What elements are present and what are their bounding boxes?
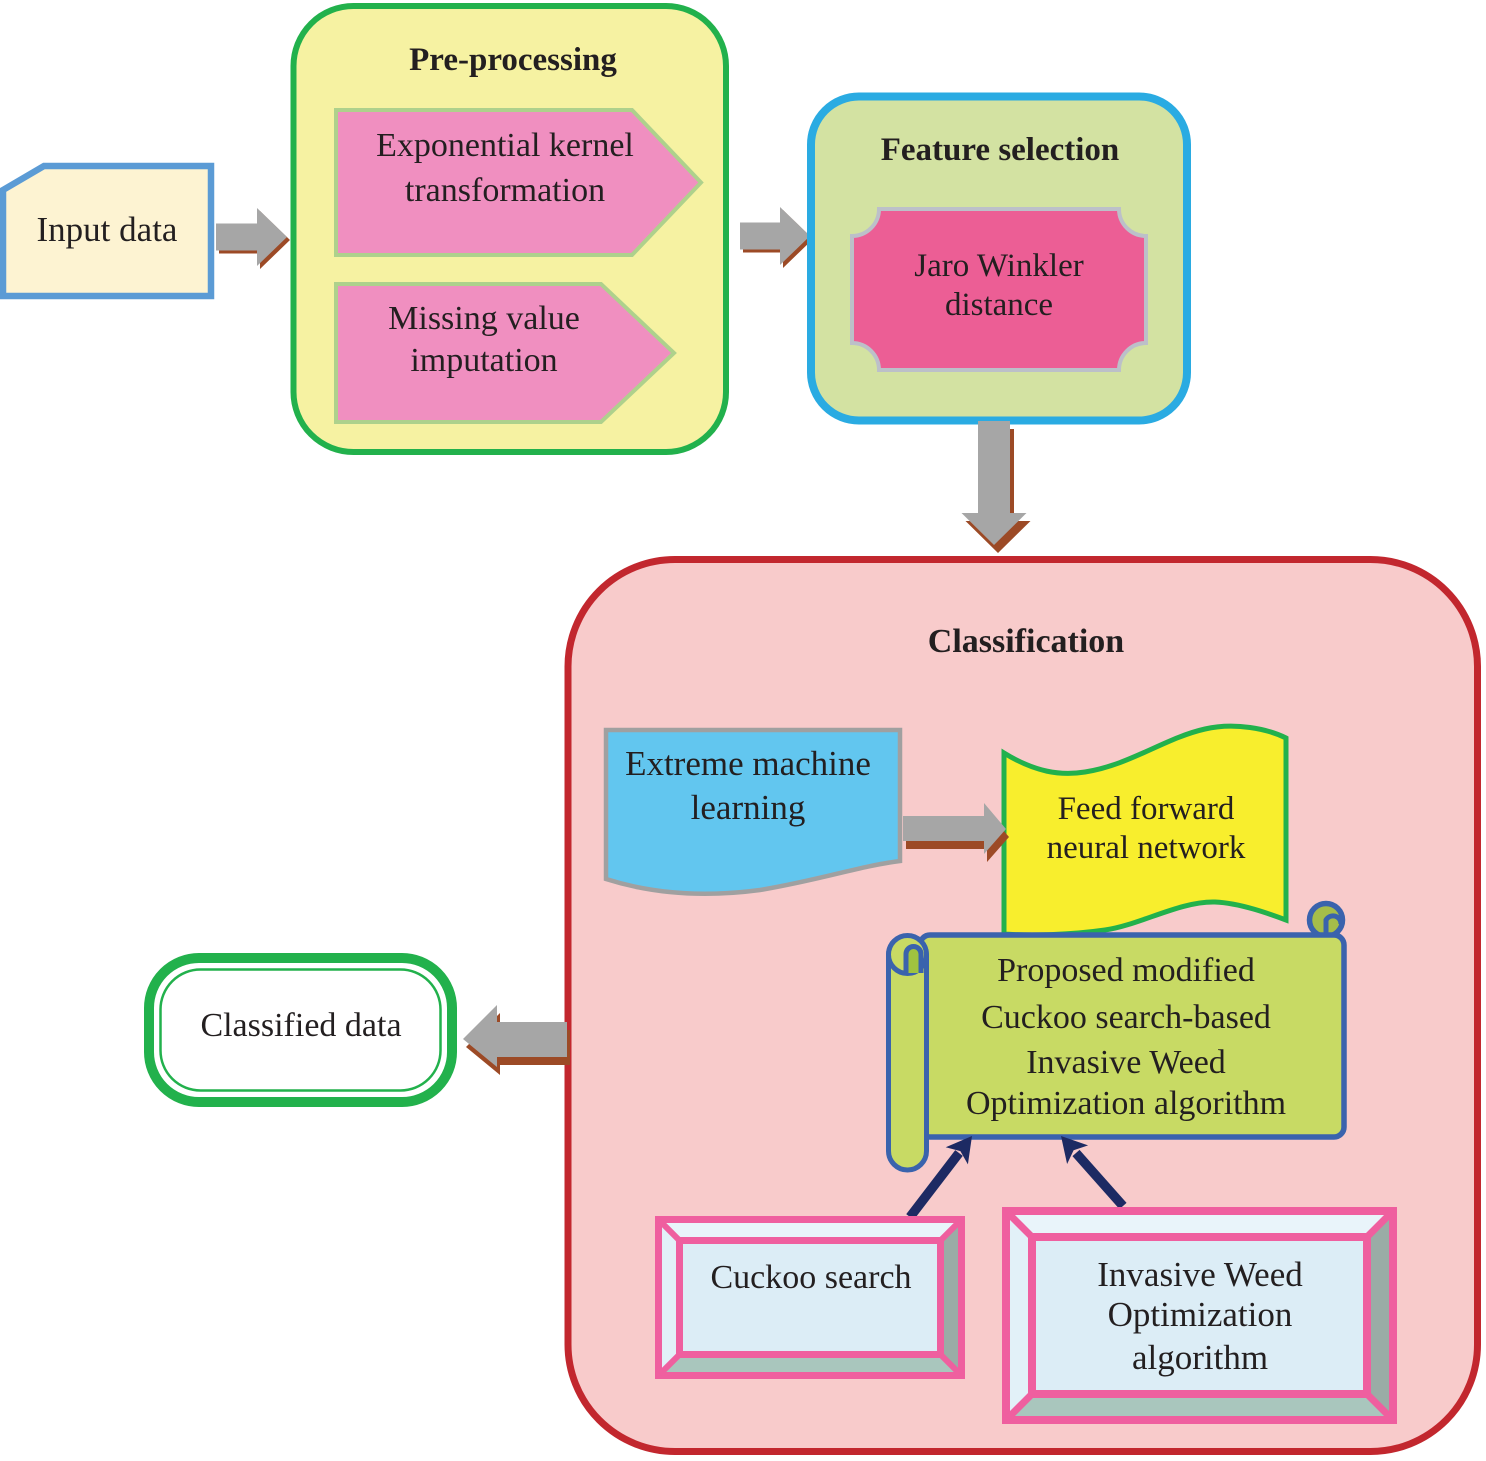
svg-text:Classification: Classification: [928, 623, 1125, 660]
svg-text:Cuckoo search-based: Cuckoo search-based: [981, 999, 1271, 1036]
svg-text:Exponential kernel: Exponential kernel: [376, 127, 634, 164]
svg-text:Invasive Weed: Invasive Weed: [1026, 1044, 1226, 1081]
svg-text:Cuckoo search: Cuckoo search: [710, 1259, 911, 1296]
svg-text:transformation: transformation: [405, 172, 605, 209]
svg-text:Classified data: Classified data: [200, 1007, 401, 1044]
svg-text:distance: distance: [945, 287, 1053, 323]
svg-text:Pre-processing: Pre-processing: [409, 42, 617, 78]
svg-text:Jaro Winkler: Jaro Winkler: [914, 248, 1083, 284]
svg-text:Feed forward: Feed forward: [1058, 791, 1235, 827]
svg-text:algorithm: algorithm: [1132, 1338, 1268, 1377]
svg-text:neural network: neural network: [1047, 830, 1246, 866]
svg-text:Invasive Weed: Invasive Weed: [1097, 1255, 1303, 1294]
svg-text:Optimization algorithm: Optimization algorithm: [966, 1085, 1286, 1122]
svg-text:Optimization: Optimization: [1108, 1295, 1293, 1334]
svg-text:imputation: imputation: [410, 342, 557, 379]
svg-text:Feature selection: Feature selection: [881, 132, 1120, 168]
svg-text:Proposed modified: Proposed modified: [997, 952, 1255, 989]
svg-text:Missing value: Missing value: [388, 300, 580, 337]
svg-text:learning: learning: [691, 788, 806, 827]
svg-text:Extreme machine: Extreme machine: [625, 744, 871, 783]
svg-text:Input data: Input data: [37, 210, 178, 249]
